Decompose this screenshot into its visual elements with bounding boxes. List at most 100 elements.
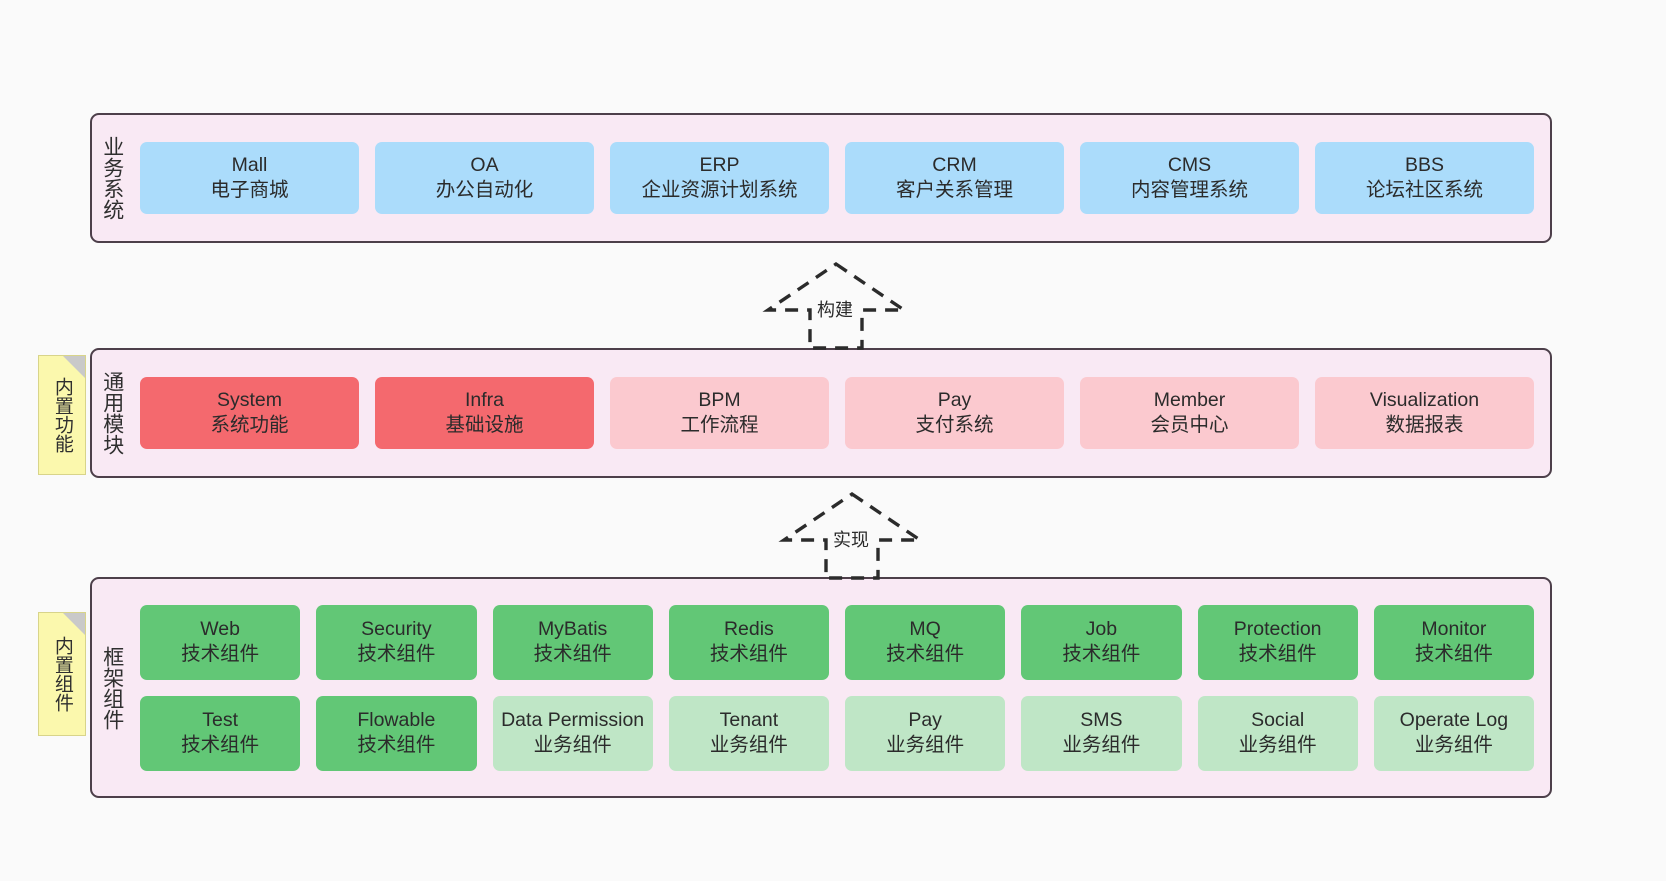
card-name: Social	[1251, 709, 1305, 732]
card-name: Job	[1085, 618, 1118, 641]
card-desc: 技术组件	[181, 734, 260, 756]
component-card-sms[interactable]: SMS 业务组件	[1021, 695, 1182, 771]
layer-body-modules: System 系统功能 Infra 基础设施 BPM 工作流程 Pay 支付系统…	[132, 350, 1550, 476]
card-name: Web	[200, 618, 240, 641]
component-card-redis[interactable]: Redis 技术组件	[668, 604, 829, 680]
card-desc: 论坛社区系统	[1365, 179, 1483, 201]
card-name: Operate Log	[1399, 709, 1509, 732]
module-card-erp[interactable]: ERP 企业资源计划系统	[610, 142, 829, 214]
card-desc: 技术组件	[1062, 643, 1141, 665]
card-name: Visualization	[1369, 389, 1480, 412]
card-name: Member	[1153, 389, 1226, 412]
card-name: Protection	[1233, 618, 1322, 641]
component-card-test[interactable]: Test 技术组件	[140, 695, 301, 771]
component-card-job[interactable]: Job 技术组件	[1021, 604, 1182, 680]
card-name: CMS	[1167, 154, 1212, 177]
cell-row: Test 技术组件 Flowable 技术组件 Data Permission …	[140, 695, 1534, 771]
module-card-system[interactable]: System 系统功能	[140, 377, 359, 449]
card-name: System	[216, 389, 282, 412]
card-name: Redis	[723, 618, 774, 641]
card-name: MyBatis	[537, 618, 608, 641]
layer-body-business: Mall 电子商城 OA 办公自动化 ERP 企业资源计划系统 CRM 客户关系…	[132, 115, 1550, 241]
component-card-social[interactable]: Social 业务组件	[1197, 695, 1358, 771]
card-name: Tenant	[719, 709, 779, 732]
layer-business-systems: 业务系统 Mall 电子商城 OA 办公自动化 ERP 企业资源计划系统 CRM…	[90, 113, 1552, 243]
card-name: Test	[202, 709, 238, 732]
component-card-pay[interactable]: Pay 业务组件	[845, 695, 1006, 771]
card-name: BPM	[698, 389, 741, 412]
card-name: ERP	[699, 154, 740, 177]
card-name: SMS	[1080, 709, 1123, 732]
module-card-oa[interactable]: OA 办公自动化	[375, 142, 594, 214]
card-desc: 数据报表	[1385, 414, 1464, 436]
card-desc: 内容管理系统	[1130, 179, 1248, 201]
layer-title-modules: 通用模块	[100, 371, 124, 455]
module-card-member[interactable]: Member 会员中心	[1080, 377, 1299, 449]
component-card-mybatis[interactable]: MyBatis 技术组件	[492, 604, 653, 680]
card-name: Pay	[908, 709, 942, 732]
card-name: Infra	[464, 389, 505, 412]
card-name: Pay	[937, 389, 972, 412]
card-desc: 技术组件	[533, 643, 612, 665]
card-name: OA	[470, 154, 499, 177]
arrow-build-label: 构建	[814, 296, 856, 322]
component-card-protection[interactable]: Protection 技术组件	[1197, 604, 1358, 680]
layer-body-framework: Web 技术组件 Security 技术组件 MyBatis 技术组件 Redi…	[132, 579, 1550, 796]
component-card-flowable[interactable]: Flowable 技术组件	[316, 695, 477, 771]
card-desc: 技术组件	[1238, 643, 1317, 665]
card-desc: 会员中心	[1150, 414, 1229, 436]
module-card-bbs[interactable]: BBS 论坛社区系统	[1315, 142, 1534, 214]
card-desc: 客户关系管理	[895, 179, 1013, 201]
card-desc: 办公自动化	[435, 179, 534, 201]
module-card-bpm[interactable]: BPM 工作流程	[610, 377, 829, 449]
card-desc: 业务组件	[1238, 734, 1317, 756]
component-card-tenant[interactable]: Tenant 业务组件	[668, 695, 829, 771]
module-card-pay[interactable]: Pay 支付系统	[845, 377, 1064, 449]
component-card-monitor[interactable]: Monitor 技术组件	[1373, 604, 1534, 680]
component-card-data-permission[interactable]: Data Permission 业务组件	[492, 695, 653, 771]
component-card-operate-log[interactable]: Operate Log 业务组件	[1373, 695, 1534, 771]
card-desc: 技术组件	[709, 643, 788, 665]
card-name: Flowable	[357, 709, 436, 732]
card-desc: 技术组件	[357, 734, 436, 756]
card-desc: 企业资源计划系统	[641, 179, 798, 201]
sticky-note-builtin-components: 内置组件	[38, 612, 86, 736]
component-card-mq[interactable]: MQ 技术组件	[845, 604, 1006, 680]
sticky-note-builtin-features: 内置功能	[38, 355, 86, 475]
card-name: Security	[361, 618, 432, 641]
card-desc: 技术组件	[1414, 643, 1493, 665]
card-name: CRM	[932, 154, 977, 177]
card-desc: 业务组件	[709, 734, 788, 756]
module-card-infra[interactable]: Infra 基础设施	[375, 377, 594, 449]
card-name: Mall	[231, 154, 268, 177]
layer-title-framework: 框架组件	[100, 645, 124, 730]
card-desc: 业务组件	[1414, 734, 1493, 756]
card-desc: 系统功能	[210, 414, 289, 436]
cell-row: Web 技术组件 Security 技术组件 MyBatis 技术组件 Redi…	[140, 604, 1534, 680]
layer-framework-components: 框架组件 Web 技术组件 Security 技术组件 MyBatis 技术组件…	[90, 577, 1552, 798]
module-card-crm[interactable]: CRM 客户关系管理	[845, 142, 1064, 214]
card-name: Monitor	[1421, 618, 1487, 641]
card-name: MQ	[909, 618, 941, 641]
card-name: BBS	[1404, 154, 1445, 177]
component-card-web[interactable]: Web 技术组件	[140, 604, 301, 680]
card-desc: 基础设施	[445, 414, 524, 436]
card-desc: 电子商城	[210, 179, 289, 201]
arrow-implement-label: 实现	[830, 526, 872, 552]
card-desc: 工作流程	[680, 414, 759, 436]
arrow-implement-icon	[778, 491, 926, 580]
module-card-cms[interactable]: CMS 内容管理系统	[1080, 142, 1299, 214]
layer-common-modules: 通用模块 System 系统功能 Infra 基础设施 BPM 工作流程 Pay…	[90, 348, 1552, 478]
layer-title-business: 业务系统	[100, 136, 124, 220]
card-desc: 技术组件	[886, 643, 965, 665]
card-desc: 支付系统	[915, 414, 994, 436]
cell-row: System 系统功能 Infra 基础设施 BPM 工作流程 Pay 支付系统…	[140, 377, 1534, 449]
card-name: Data Permission	[501, 709, 645, 732]
card-desc: 业务组件	[886, 734, 965, 756]
arrow-implement: 实现	[768, 488, 936, 580]
module-card-visualization[interactable]: Visualization 数据报表	[1315, 377, 1534, 449]
card-desc: 业务组件	[1062, 734, 1141, 756]
module-card-mall[interactable]: Mall 电子商城	[140, 142, 359, 214]
component-card-security[interactable]: Security 技术组件	[316, 604, 477, 680]
arrow-build-icon	[762, 261, 910, 350]
